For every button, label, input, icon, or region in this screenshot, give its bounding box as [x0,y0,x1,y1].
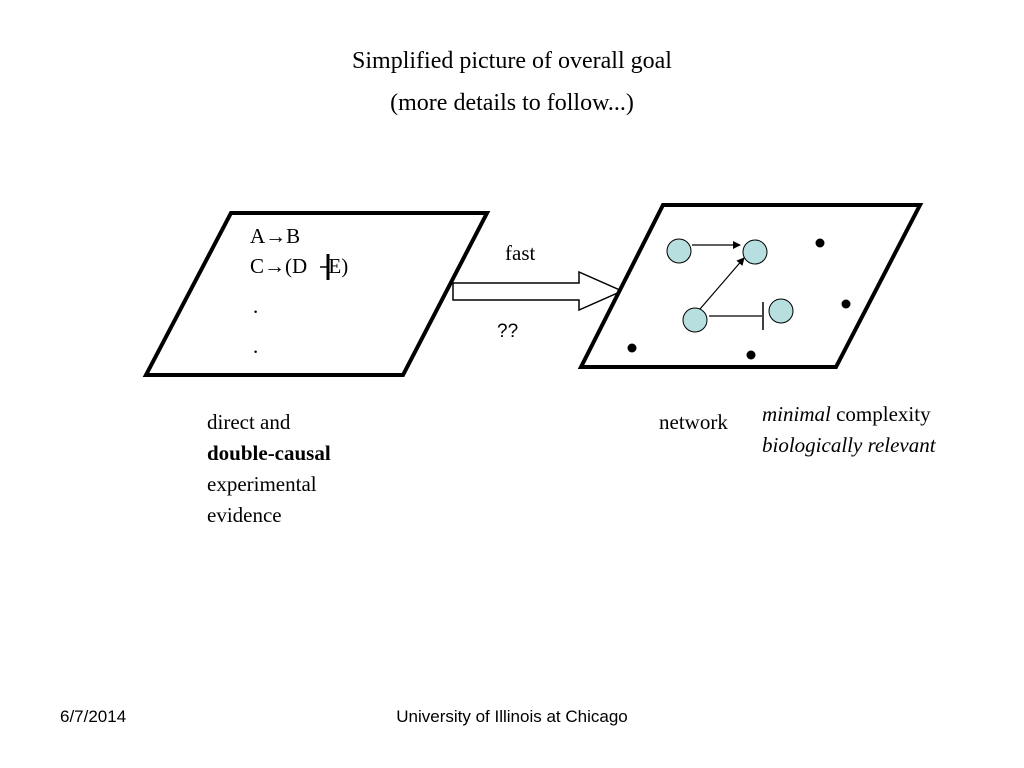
network-node [666,238,692,264]
transform-arrow [452,270,624,312]
network-property-line: minimal complexity [762,399,936,430]
evidence-parallelogram [142,211,491,377]
network-property-line: biologically relevant [762,433,936,457]
evidence-caption-line: experimental [207,472,317,496]
evidence-ellipsis-dot: . [253,294,258,318]
network-label: network [659,410,728,434]
network-properties: minimal complexity biologically relevant [762,399,936,461]
evidence-caption-line: evidence [207,503,282,527]
network-node [768,298,794,324]
isolated-point [841,299,851,309]
footer-date: 6/7/2014 [60,707,127,726]
arrow-label-unknown: ?? [497,321,518,342]
evidence-ellipsis-dot: . [253,334,258,358]
evidence-rule-1: A→B [250,224,300,248]
evidence-caption-line: double-causal [207,441,331,465]
evidence-caption-line: direct and [207,410,291,434]
isolated-point [746,350,756,360]
evidence-rule-2: C→(D E) [250,254,348,278]
network-parallelogram [577,203,924,369]
arrow-label-fast: fast [505,241,535,265]
activation-edge [699,257,745,310]
isolated-point [627,343,637,353]
slide-subtitle: (more details to follow...) [390,90,634,116]
footer-institution: University of Illinois at Chicago [396,707,628,726]
network-node [682,307,708,333]
complexity-text: complexity [830,402,931,426]
inhibition-symbol [320,254,330,280]
isolated-point [815,238,825,248]
evidence-caption: direct and double-causal experimental ev… [207,407,331,531]
network-node [742,239,768,265]
minimal-text: minimal [762,402,831,426]
slide-title: Simplified picture of overall goal [352,48,672,74]
